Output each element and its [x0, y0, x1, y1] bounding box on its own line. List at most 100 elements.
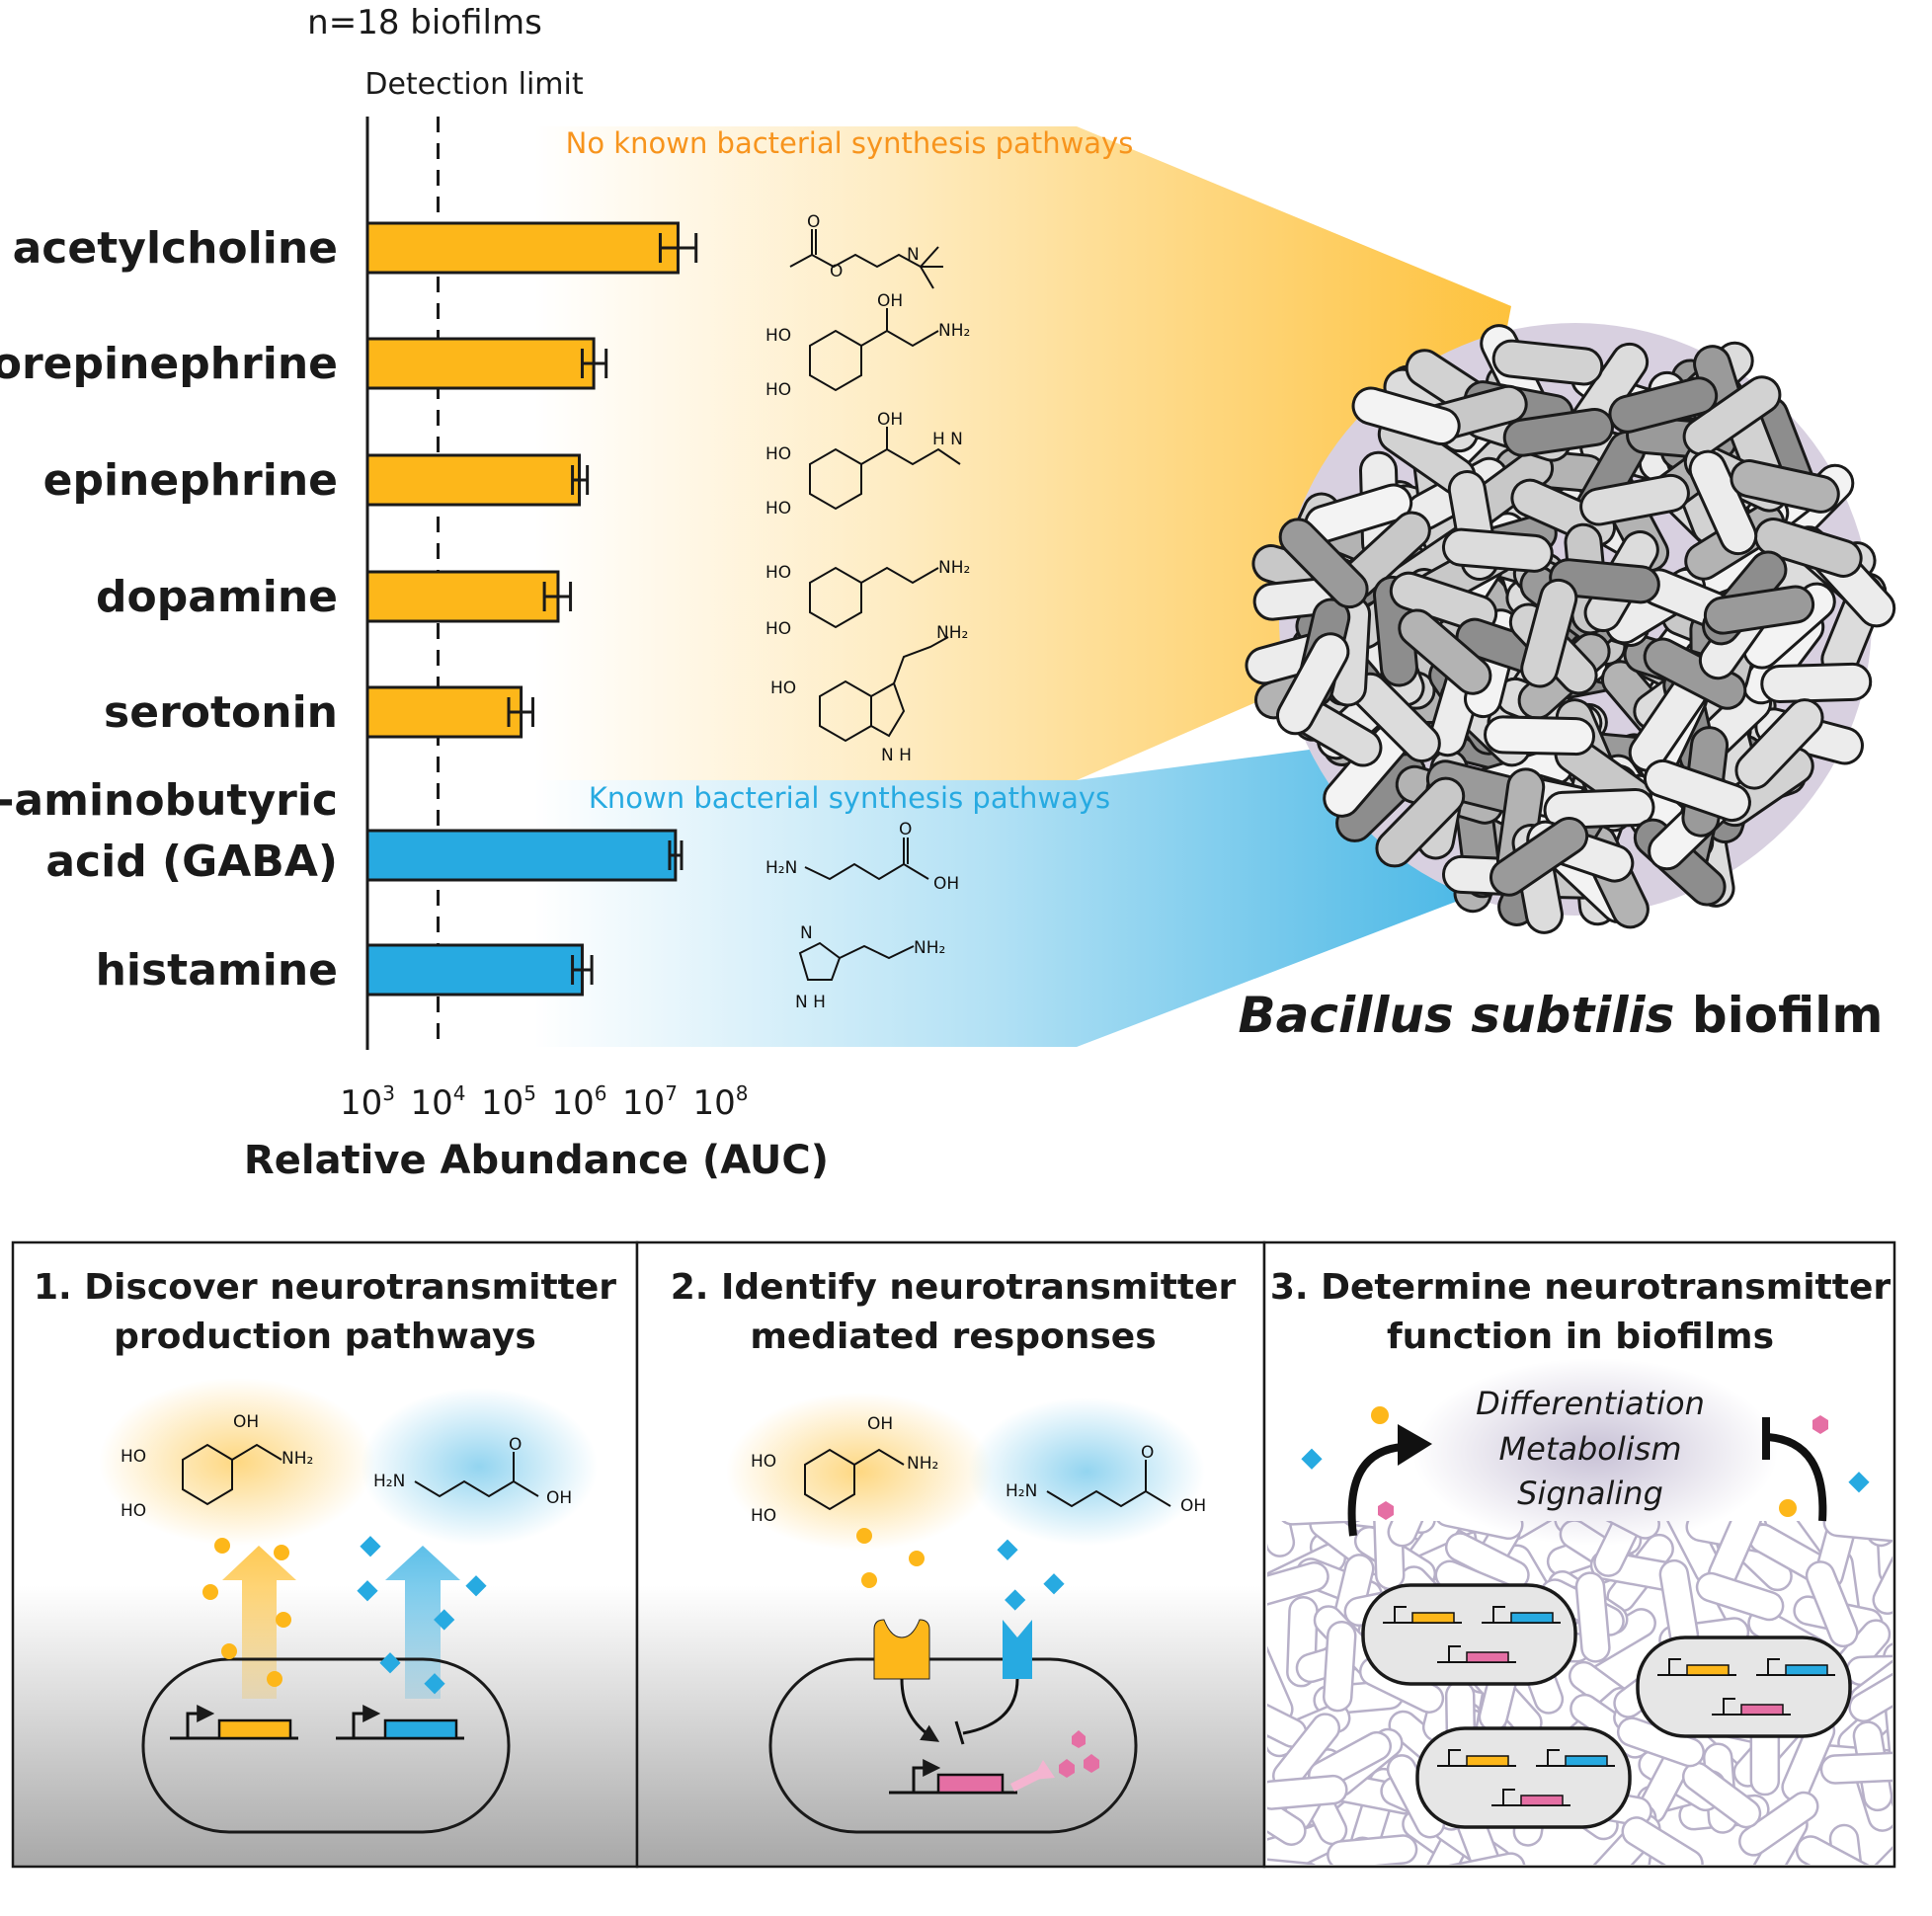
- panel-1-cell: [141, 1657, 511, 1834]
- panel-2-title-line-2: mediated responses: [750, 1317, 1156, 1357]
- panel-3: 3. Determine neurotransmitter function i…: [1262, 1240, 1896, 1869]
- biofilm-cell: [1734, 698, 1824, 790]
- bar-1: [365, 337, 596, 390]
- bg-cell: [1681, 1761, 1762, 1829]
- category-label-1: norepinephrine: [0, 339, 338, 389]
- function-metabolism: Metabolism: [1499, 1430, 1682, 1468]
- bar-chart: acetylcholinenorepinephrineepinephrinedo…: [0, 117, 749, 1123]
- chem-p1-oh: OH: [233, 1412, 259, 1432]
- bg-cell: [1276, 1521, 1369, 1526]
- orange-receptor: [873, 1619, 930, 1680]
- panel-1: 1. Discover neurotransmitter production …: [11, 1240, 639, 1869]
- x-axis-label: Relative Abundance (AUC): [244, 1138, 829, 1183]
- svg-text:1. Discover neurotransmitter: 1. Discover neurotransmitter: [34, 1267, 616, 1308]
- bg-cell: [1851, 1834, 1892, 1865]
- chem-p2-ho2: HO: [751, 1506, 776, 1526]
- tick-label-2: 105: [481, 1081, 536, 1123]
- chem-p1-ho2: HO: [121, 1501, 146, 1521]
- chem-ho4: HO: [765, 499, 791, 519]
- chem-nh4: N H: [795, 993, 826, 1012]
- svg-text:3. Determine neurotransmitter: 3. Determine neurotransmitter: [1270, 1267, 1892, 1308]
- promote-arrow: [1347, 1443, 1404, 1537]
- category-label-6: histamine: [96, 945, 338, 996]
- orange-molecules: [202, 1538, 291, 1687]
- unknown-pathways-label: No known bacterial synthesis pathways: [566, 126, 1134, 160]
- bg-cell: [1738, 1791, 1819, 1857]
- orange-gene: [217, 1718, 292, 1740]
- chem-o: O: [807, 212, 820, 232]
- function-differentiation: Differentiation: [1476, 1385, 1705, 1422]
- biofilm-cell: [1760, 662, 1873, 703]
- biofilm-cell: [1730, 459, 1840, 514]
- chem-oh: OH: [877, 291, 903, 311]
- bg-cell: [1323, 1621, 1357, 1713]
- known-pathways-region: [533, 731, 1541, 1047]
- chem-p1-oh2: OH: [546, 1488, 572, 1508]
- pink-gene: [936, 1773, 1005, 1795]
- chem-p2-h2n: H₂N: [1006, 1481, 1037, 1501]
- bg-cell: [1267, 1774, 1348, 1810]
- inhibit-arc: [1767, 1433, 1827, 1522]
- panel-1-gaba: [414, 1452, 539, 1498]
- orange-export-arrow: [222, 1546, 296, 1699]
- biofilm-caption: Bacillus subtilis biofilm: [1239, 987, 1884, 1044]
- category-label-5-0: γ-aminobutyric: [0, 775, 338, 826]
- chem-ho7: HO: [770, 679, 796, 698]
- chem-oh2: OH: [877, 410, 903, 430]
- norepinephrine-structure: [809, 308, 939, 392]
- category-label-0: acetylcholine: [13, 223, 338, 274]
- tick-label-4: 107: [622, 1081, 678, 1123]
- p2-orange-molecules: [856, 1528, 925, 1588]
- biofilm-cell: [1484, 715, 1596, 757]
- panel-3-title-line-1: 3. Determine neurotransmitter: [1270, 1267, 1892, 1308]
- panel-2-title-line-1: 2. Identify neurotransmitter: [671, 1267, 1237, 1308]
- svg-text:2. Identify neurotransmitter: 2. Identify neurotransmitter: [671, 1267, 1237, 1308]
- activation-arrow: [900, 1678, 940, 1742]
- chem-ho5: HO: [765, 563, 791, 583]
- chem-nh2: NH₂: [938, 321, 970, 341]
- blue-export-arrow: [385, 1546, 460, 1699]
- n-label: n=18 biofilms: [307, 3, 542, 42]
- chem-h2n: H₂N: [765, 858, 797, 878]
- biofilm-cell: [1275, 632, 1350, 736]
- bar-0: [365, 221, 680, 275]
- histamine-structure: [798, 941, 915, 981]
- svg-text:function in biofilms: function in biofilms: [1387, 1317, 1774, 1357]
- bar-5: [365, 829, 678, 882]
- bg-cell: [1872, 1530, 1892, 1615]
- blue-molecules: [357, 1536, 487, 1695]
- category-label-3: dopamine: [96, 572, 338, 622]
- blue-gene: [383, 1718, 458, 1740]
- bg-cell: [1574, 1571, 1611, 1663]
- panel-1-title-line-2: production pathways: [114, 1317, 536, 1357]
- chem-ho3: HO: [765, 444, 791, 464]
- tick-label-1: 104: [411, 1081, 466, 1123]
- bg-cell: [1805, 1560, 1859, 1648]
- bar-6: [365, 943, 584, 997]
- acetylcholine-structure: [789, 229, 943, 289]
- biofilm-cell: [1489, 817, 1589, 897]
- bg-cell: [1822, 1521, 1892, 1544]
- p2-blue-molecules: [997, 1539, 1065, 1611]
- svg-text:production pathways: production pathways: [114, 1317, 536, 1357]
- panel-3-title-line-2: function in biofilms: [1387, 1317, 1774, 1357]
- biofilm-cell: [1682, 375, 1782, 456]
- biofilm-cell: [1643, 758, 1751, 823]
- bg-cell: [1387, 1521, 1443, 1548]
- known-pathways-label: Known bacterial synthesis pathways: [589, 781, 1110, 815]
- biofilm-cell: [1688, 449, 1758, 556]
- bg-cell: [1885, 1697, 1892, 1789]
- bar-3: [365, 570, 560, 623]
- blue-receptor: [1003, 1620, 1032, 1679]
- biofilm-cell: [1549, 558, 1660, 604]
- chem-nh: H N: [932, 430, 963, 449]
- bacillus-biofilm-illustration: [1245, 323, 1896, 934]
- epinephrine-structure: [809, 427, 961, 511]
- chem-p2-oh2: OH: [1180, 1496, 1206, 1516]
- panel-1-norepinephrine: [182, 1443, 282, 1506]
- biofilm-cell: [1520, 578, 1578, 688]
- biofilm-cell: [1608, 376, 1719, 434]
- biofilm-cell: [1375, 776, 1466, 868]
- panel-2-cell: [768, 1657, 1138, 1834]
